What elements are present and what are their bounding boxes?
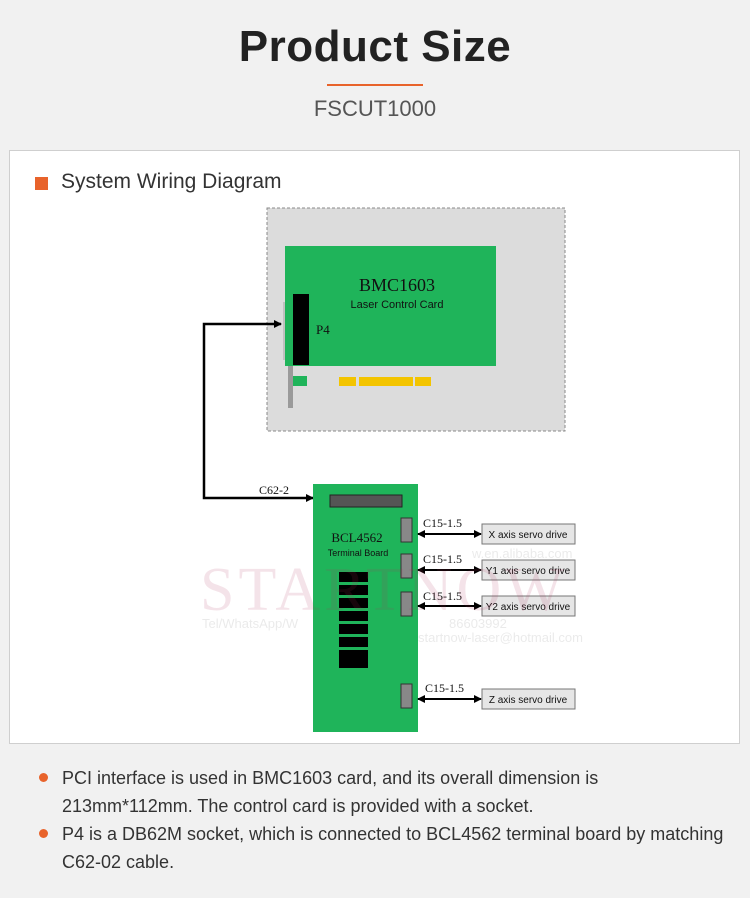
bullet-dot-icon [39,829,48,838]
servo-drive-label: X axis servo drive [489,530,568,541]
servo-drive-label: Y2 axis servo drive [486,602,571,613]
section-square-icon [35,177,48,190]
servo-drive-label: Y1 axis servo drive [486,566,571,577]
servo-cable-label: C15-1.5 [425,681,464,695]
notes-list: PCI interface is used in BMC1603 card, a… [38,764,728,876]
terminal-name-label: BCL4562 [331,530,382,545]
watermark-brand: STARTNOW [200,556,568,624]
port-label: P4 [316,322,330,337]
page-title: Product Size [238,22,512,71]
bmc1603-card [285,246,496,366]
p4-socket [293,294,309,365]
servo-link-y1: C15-1.5 Y1 axis servo drive [417,552,576,581]
servo-cable-label: C15-1.5 [423,589,462,603]
servo-link-y2: C15-1.5 Y2 axis servo drive [417,589,576,617]
title-underline [327,84,423,86]
c62-cable-line [202,320,314,502]
servo-drive-box [481,688,576,710]
servo-cable-label: C15-1.5 [423,552,462,566]
terminal-subtitle-label: Terminal Board [328,548,389,558]
servo-connector-z [400,683,413,709]
section-title: System Wiring Diagram [61,170,282,193]
terminal-top-connector [329,494,403,508]
watermark-email-left: w.en.alibaba.com [471,546,572,561]
c62-cable-label: C62-2 [259,483,289,497]
card-subtitle-label: Laser Control Card [351,299,444,311]
servo-cable-label: C15-1.5 [423,516,462,530]
note-item: P4 is a DB62M socket, which is connected… [38,820,728,876]
gold-finger-3 [415,377,431,386]
card-name-label: BMC1603 [359,275,435,295]
watermark-logo: STARTNOW Tel/WhatsApp/W 86603992 w.en.al… [200,546,583,645]
servo-link-z: C15-1.5 Z axis servo drive [417,681,576,710]
terminal-block [339,572,368,668]
gold-finger-2 [359,377,413,386]
servo-link-x: C15-1.5 X axis servo drive [417,516,576,545]
servo-connector-y1 [400,553,413,579]
gold-finger-1 [339,377,356,386]
note-item: PCI interface is used in BMC1603 card, a… [38,764,728,820]
servo-connector-x [400,517,413,543]
servo-connector-y2 [400,591,413,617]
servo-drive-box [481,559,576,581]
bullet-dot-icon [39,773,48,782]
servo-drive-label: Z axis servo drive [489,695,568,706]
page-subtitle: FSCUT1000 [313,96,437,121]
note-text: PCI interface is used in BMC1603 card, a… [62,768,599,816]
card-tab [293,376,307,386]
watermark-contact-left: Tel/WhatsApp/W [202,616,299,631]
watermark-contact-right: 86603992 [449,616,507,631]
note-text: P4 is a DB62M socket, which is connected… [62,824,724,872]
servo-drive-box [481,523,576,545]
servo-drive-box [481,595,576,617]
watermark-email-right: startnow-laser@hotmail.com [418,630,583,645]
